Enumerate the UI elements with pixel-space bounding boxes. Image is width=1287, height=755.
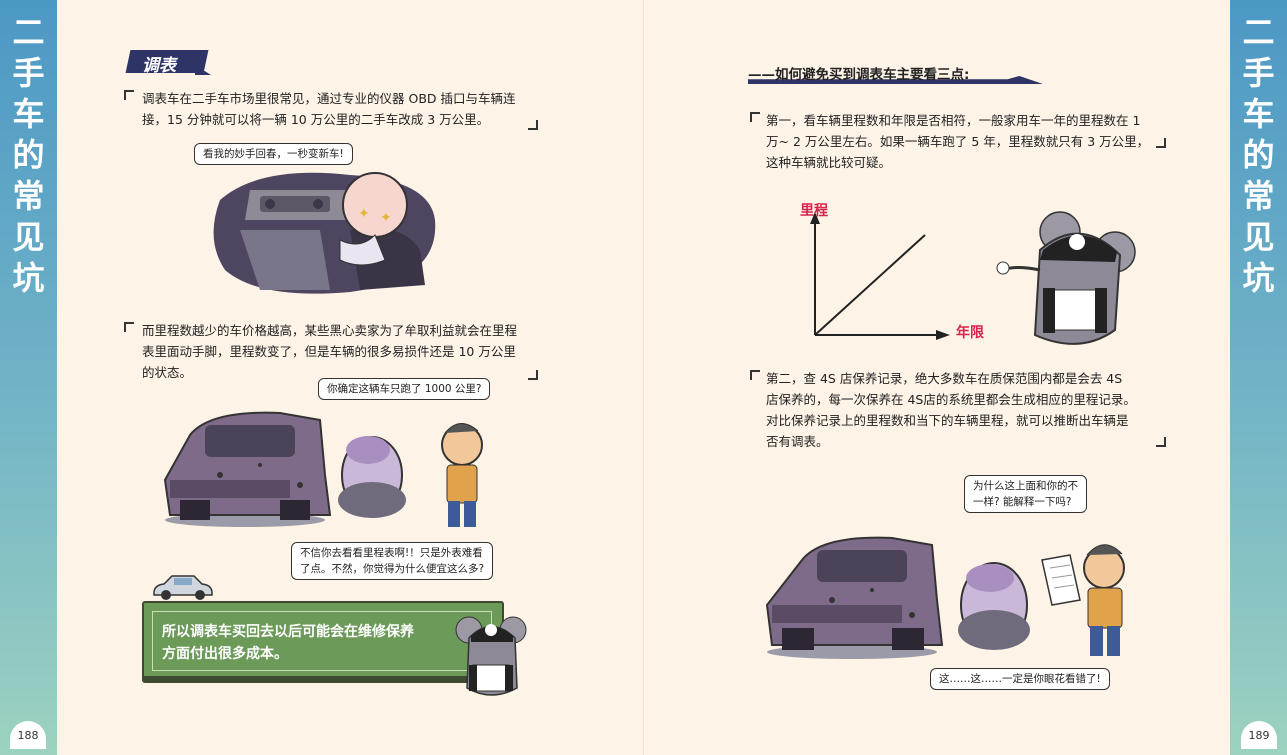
summary-board: 所以调表车买回去以后可能会在维修保养 方面付出很多成本。 <box>142 601 504 683</box>
text-line: 万~ 2 万公里左右。如果一辆车跑了 5 年，里程数就只有 3 万公里， <box>766 134 1150 149</box>
quote-corner-icon <box>750 370 760 380</box>
maintenance-record-scene-illustration <box>765 536 1125 659</box>
chapter-char: 坑 <box>1242 259 1275 297</box>
used-car-scene-illustration <box>163 411 483 527</box>
chapter-char: 的 <box>12 136 45 174</box>
heading-underline-bar <box>748 76 1043 84</box>
right-paragraph-1: 第一，看车辆里程数和年限是否相符，一般家用车一年的里程数在 1 万~ 2 万公里… <box>766 110 1166 173</box>
bubble-line: 为什么这上面和你的不 <box>973 480 1078 492</box>
quote-corner-icon <box>528 370 538 380</box>
text-line: 否有调表。 <box>766 434 829 449</box>
text-line: 表里面动手脚，里程数变了，但是车辆的很多易损件还是 10 万公里 <box>142 344 516 359</box>
car-interior-illustration: ✦✦ <box>213 172 436 294</box>
chapter-char: 见 <box>12 218 45 256</box>
text-line: 的状态。 <box>142 365 193 380</box>
chapter-char: 手 <box>1242 54 1275 92</box>
bubble-line: 一样? 能解释一下吗? <box>973 496 1072 508</box>
text-line: 店保养的，每一次保养在 4S店的系统里都会生成相应的里程记录。 <box>766 392 1136 407</box>
right-paragraph-2: 第二，查 4S 店保养记录，绝大多数车在质保范围内都是会去 4S 店保养的，每一… <box>766 368 1166 452</box>
quote-corner-icon <box>124 322 134 332</box>
speech-bubble: 你确定这辆车只跑了 1000 公里? <box>318 378 491 400</box>
section-tag-tail <box>195 65 211 75</box>
chapter-char: 车 <box>12 95 45 133</box>
chapter-char: 常 <box>1242 177 1275 215</box>
chapter-char: 车 <box>1242 95 1275 133</box>
summary-line: 所以调表车买回去以后可能会在维修保养 <box>162 624 414 640</box>
mouse-mascot-presenting-illustration <box>996 211 1136 345</box>
svg-text:✦: ✦ <box>380 210 392 226</box>
mouse-mascot-illustration <box>455 616 527 696</box>
text-line: 调表车在二手车市场里很常见，通过专业的仪器 OBD 插口与车辆连 <box>142 91 516 106</box>
y-axis-arrow-icon <box>810 212 820 224</box>
left-paragraph-1: 调表车在二手车市场里很常见，通过专业的仪器 OBD 插口与车辆连 接，15 分钟… <box>142 88 542 130</box>
chapter-char: 的 <box>1242 136 1275 174</box>
y-axis-label: 里程 <box>800 203 828 219</box>
text-line: 对比保养记录上的里程数和当下的车辆里程，就可以推断出车辆是 <box>766 413 1129 428</box>
speech-bubble: 为什么这上面和你的不 一样? 能解释一下吗? <box>964 475 1087 513</box>
text-line: 第二，查 4S 店保养记录，绝大多数车在质保范围内都是会去 4S <box>766 371 1123 386</box>
left-paragraph-2: 而里程数越少的车价格越高，某些黑心卖家为了牟取利益就会在里程 表里面动手脚，里程… <box>142 320 542 383</box>
chapter-char: 坑 <box>12 259 45 297</box>
page-number-right: 189 <box>1241 721 1277 749</box>
text-line: 而里程数越少的车价格越高，某些黑心卖家为了牟取利益就会在里程 <box>142 323 518 338</box>
series-line <box>814 234 926 336</box>
chapter-title-left: 二 手 车 的 常 见 坑 <box>0 12 57 299</box>
quote-corner-icon <box>1156 138 1166 148</box>
chapter-char: 二 <box>12 13 45 51</box>
speech-bubble: 不信你去看看里程表啊!！只是外表难看 了点。不然，你觉得为什么便宜这么多? <box>291 542 494 580</box>
section-tag-label: 调表 <box>142 56 176 76</box>
chapter-char: 手 <box>12 54 45 92</box>
text-line: 第一，看车辆里程数和年限是否相符，一般家用车一年的里程数在 1 <box>766 113 1141 128</box>
quote-corner-icon <box>750 112 760 122</box>
quote-corner-icon <box>1156 437 1166 447</box>
right-side-bar: 二 手 车 的 常 见 坑 <box>1230 0 1287 755</box>
car-icon <box>153 575 213 600</box>
book-gutter <box>643 0 644 755</box>
text-line: 接，15 分钟就可以将一辆 10 万公里的二手车改成 3 万公里。 <box>142 112 490 127</box>
left-side-bar: 二 手 车 的 常 见 坑 <box>0 0 57 755</box>
bubble-line: 不信你去看看里程表啊!！只是外表难看 <box>300 547 483 559</box>
svg-text:✦: ✦ <box>358 206 370 222</box>
section-heading: ——如何避免买到调表车主要看三点: <box>748 67 970 83</box>
summary-line: 方面付出很多成本。 <box>162 646 288 662</box>
chapter-char: 常 <box>12 177 45 215</box>
speech-bubble: 看我的妙手回春，一秒变新车! <box>194 143 353 165</box>
text-line: 这种车辆就比较可疑。 <box>766 155 892 170</box>
x-axis-label: 年限 <box>956 325 984 341</box>
speech-bubble: 这……这……一定是你眼花看错了! <box>930 668 1110 690</box>
chapter-char: 二 <box>1242 13 1275 51</box>
mileage-year-chart <box>810 212 950 340</box>
quote-corner-icon <box>528 120 538 130</box>
quote-corner-icon <box>124 90 134 100</box>
x-axis-arrow-icon <box>936 330 950 340</box>
board-rail <box>142 676 504 681</box>
summary-text: 所以调表车买回去以后可能会在维修保养 方面付出很多成本。 <box>162 621 414 665</box>
chapter-title-right: 二 手 车 的 常 见 坑 <box>1230 12 1287 299</box>
chapter-char: 见 <box>1242 218 1275 256</box>
page-number-left: 188 <box>10 721 46 749</box>
bubble-line: 了点。不然，你觉得为什么便宜这么多? <box>300 563 485 575</box>
